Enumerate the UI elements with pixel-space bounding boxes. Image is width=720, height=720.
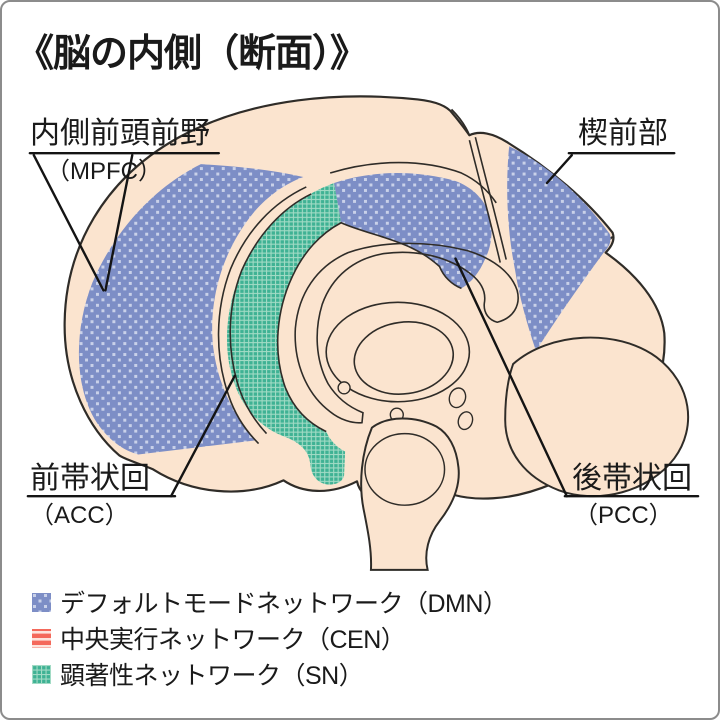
central-sulcus-crease: [450, 108, 471, 136]
inferior-colliculus: [457, 411, 474, 431]
dmn-swatch-icon: [32, 592, 51, 612]
cingulate-sulcus-line-top: [329, 161, 497, 204]
precuneus-leader: [545, 153, 574, 185]
cen-swatch-icon: [32, 628, 51, 648]
pcc-leader: [454, 257, 569, 498]
mpfc-leader-right: [104, 153, 134, 292]
leader-lines: [26, 151, 700, 498]
callosal-sulcus-line: [276, 221, 462, 433]
label-mpfc: 内側前頭前野: [30, 117, 210, 150]
precuneus-region-dmn: [507, 146, 611, 352]
thalamus: [353, 321, 455, 395]
brainstem: [360, 417, 460, 571]
marginal-sulcus-line-a: [468, 140, 501, 263]
anterior-commissure: [337, 381, 351, 395]
mpfc-region-dmn: [78, 164, 304, 455]
mpfc-leader-left: [32, 153, 105, 292]
acc-region-sn: [226, 182, 346, 485]
cerebellum: [504, 336, 690, 498]
label-pcc: 後帯状回: [572, 462, 692, 495]
legend-item-cen: 中央実行ネットワーク（CEN）: [32, 620, 507, 656]
cingulate-band-dmn: [334, 173, 492, 289]
marginal-sulcus-line-b: [474, 137, 507, 260]
cingulate-sulcus-line-inner: [229, 193, 312, 435]
legend-label-cen: 中央実行ネットワーク（CEN）: [60, 626, 406, 654]
legend-label-dmn: デフォルトモードネットワーク（DMN）: [60, 590, 508, 618]
acc-leader: [169, 374, 236, 498]
pons: [364, 432, 446, 506]
label-mpfc-abbr: （MPFC）: [46, 158, 162, 185]
superior-colliculus: [448, 387, 467, 409]
page-title: 《脳の内側（断面）》: [16, 33, 368, 75]
label-acc: 前帯状回: [30, 462, 150, 495]
legend-item-dmn: デフォルトモードネットワーク（DMN）: [32, 584, 508, 620]
fornix-ring: [325, 301, 471, 403]
legend-label-sn: 顕著性ネットワーク（SN）: [60, 662, 364, 690]
legend: デフォルトモードネットワーク（DMN） 中央実行ネットワーク（CEN） 顕著性ネ…: [32, 584, 508, 692]
cingulate-sulcus-line-outer: [217, 186, 307, 445]
label-pcc-abbr: （PCC）: [574, 502, 673, 529]
label-acc-abbr: （ACC）: [30, 502, 129, 529]
legend-item-sn: 顕著性ネットワーク（SN）: [32, 656, 507, 692]
label-precuneus: 楔前部: [578, 117, 668, 150]
sn-swatch-icon: [32, 664, 51, 684]
